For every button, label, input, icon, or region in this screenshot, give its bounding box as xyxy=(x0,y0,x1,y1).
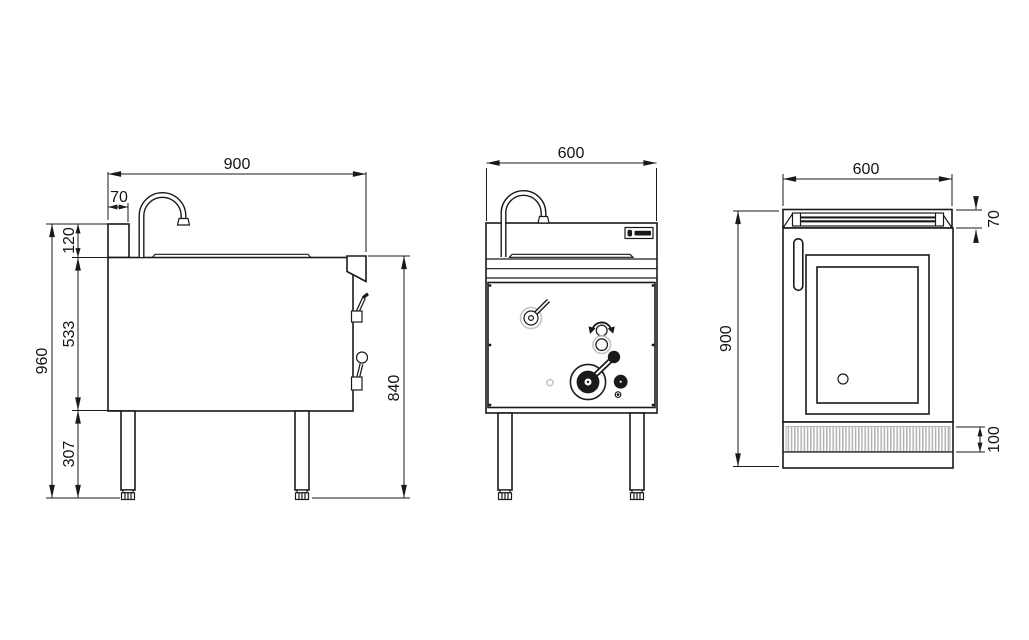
side-body xyxy=(107,256,354,412)
front-faucet xyxy=(500,190,550,257)
front-counter-bands xyxy=(486,258,657,279)
side-faucet xyxy=(138,192,191,257)
rear-geometry xyxy=(782,208,954,469)
side-foot-right xyxy=(294,489,310,501)
dim-label-960: 960 xyxy=(34,348,51,375)
dim-label-307: 307 xyxy=(61,441,78,468)
pilot-valve-lever xyxy=(519,298,551,330)
door-handle xyxy=(792,238,804,292)
dim-label-533: 533 xyxy=(61,321,78,348)
secondary-knob xyxy=(592,335,612,355)
rear-view: 600 70 900 100 xyxy=(718,161,1003,469)
front-tank-rim xyxy=(508,253,635,258)
front-geometry xyxy=(485,190,658,501)
brand-flame-icon xyxy=(627,229,633,237)
gas-valve-knob xyxy=(613,374,628,389)
front-faucet-spout xyxy=(537,215,550,224)
side-dimensions: 900 70 120 533 960 307 840 xyxy=(34,156,410,499)
dim-label-600: 600 xyxy=(853,161,880,178)
side-leg-left xyxy=(120,410,136,491)
dim-label-840: 840 xyxy=(386,375,403,402)
side-foot-left xyxy=(120,489,136,501)
dim-label-70: 70 xyxy=(110,189,128,206)
side-faucet-spout xyxy=(176,217,191,226)
rear-dimensions: 600 70 900 100 xyxy=(718,161,1003,467)
panel-hole xyxy=(546,378,554,387)
side-geometry xyxy=(107,192,369,501)
front-view: 600 xyxy=(485,145,658,501)
front-leg-left xyxy=(497,412,513,491)
dim-label-900: 900 xyxy=(224,156,251,173)
cap-slot-dividers xyxy=(799,213,937,226)
burner-control-knob xyxy=(569,350,621,401)
panel-screws xyxy=(488,284,655,407)
side-control-wedge xyxy=(346,255,367,283)
side-drain-valve-lower xyxy=(350,351,369,391)
dim-label-100: 100 xyxy=(986,426,1003,453)
pilot-screw xyxy=(614,391,622,398)
rotate-arrow-icon xyxy=(591,321,612,330)
vent-grille xyxy=(785,426,951,452)
dim-label-900: 900 xyxy=(718,325,735,352)
ignition-knob xyxy=(588,321,615,337)
side-view: 900 70 120 533 960 307 840 xyxy=(34,156,410,501)
door-inner-panel xyxy=(816,266,919,404)
brand-wordmark xyxy=(634,230,651,236)
dim-label-600: 600 xyxy=(558,145,585,162)
front-dimensions: 600 xyxy=(486,145,657,221)
side-leg-right xyxy=(294,410,310,491)
extension-lines xyxy=(486,168,657,221)
dim-label-70: 70 xyxy=(986,210,1003,228)
door-knob xyxy=(837,373,849,385)
dim-label-120: 120 xyxy=(61,227,78,254)
lever-ball xyxy=(607,350,621,364)
side-tank-rim xyxy=(151,253,312,258)
front-foot-left xyxy=(497,489,513,501)
extension-lines xyxy=(733,174,985,467)
front-foot-right xyxy=(629,489,645,501)
side-backsplash xyxy=(107,223,130,259)
side-drain-valve-upper xyxy=(350,292,369,323)
front-leg-right xyxy=(629,412,645,491)
brand-badge xyxy=(624,226,654,240)
